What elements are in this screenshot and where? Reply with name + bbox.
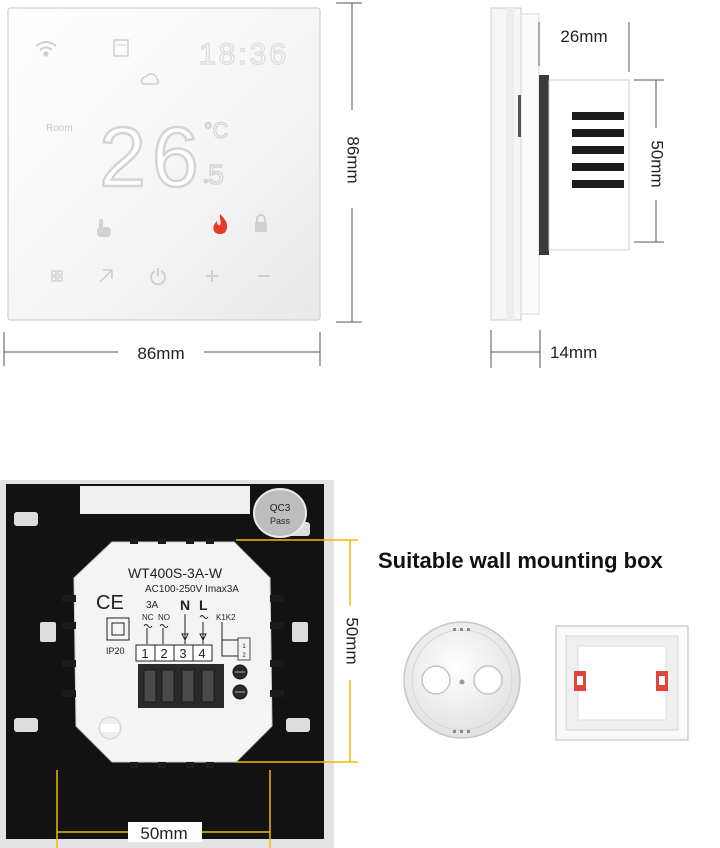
side-view: 26mm 50mm 14mm bbox=[490, 7, 668, 368]
model-label: WT400S-3A-W bbox=[128, 565, 223, 581]
side-vents bbox=[572, 112, 624, 188]
side-depth-bottom-label: 14mm bbox=[550, 343, 597, 362]
front-view: 18:36 Room 26 5 °C bbox=[3, 2, 364, 366]
no-label: NO bbox=[158, 613, 170, 622]
l-label: L bbox=[199, 597, 208, 613]
side-box-height-label: 50mm bbox=[648, 140, 667, 187]
lock-icon bbox=[255, 214, 267, 232]
fan-icon[interactable] bbox=[99, 269, 113, 283]
wifi-icon bbox=[35, 41, 57, 57]
ip-label: IP20 bbox=[106, 646, 125, 656]
current-label: 3A bbox=[146, 600, 159, 611]
clip-knob bbox=[98, 716, 122, 740]
nc-label: NC bbox=[142, 613, 154, 622]
temperature-display: 26 bbox=[99, 110, 204, 204]
terminal-1-label: 1 bbox=[141, 646, 148, 661]
svg-text:2: 2 bbox=[242, 653, 246, 659]
flame-icon bbox=[213, 214, 228, 234]
temperature-decimal: 5 bbox=[208, 159, 224, 190]
cloud-icon bbox=[140, 73, 160, 85]
front-width-label: 86mm bbox=[137, 344, 184, 363]
terminal-4-label: 4 bbox=[198, 646, 205, 661]
mounting-box-title: Suitable wall mounting box bbox=[378, 548, 663, 573]
side-depth-bottom-dimension bbox=[490, 330, 541, 368]
temperature-unit: °C bbox=[204, 118, 229, 143]
room-label: Room bbox=[46, 123, 73, 134]
mini-terminal-labels: 1 2 bbox=[237, 637, 251, 661]
square-mounting-box bbox=[555, 625, 689, 741]
svg-text:Pass: Pass bbox=[270, 516, 291, 526]
n-label: N bbox=[180, 597, 190, 613]
back-view: QC3 Pass WT400S-3A-W CE AC100-250V Imax3… bbox=[0, 480, 364, 848]
hand-icon bbox=[97, 219, 111, 237]
back-width-label: 50mm bbox=[140, 824, 187, 843]
mode-icon[interactable] bbox=[51, 270, 63, 282]
svg-text:1: 1 bbox=[242, 644, 246, 650]
rating-label: AC100-250V Imax3A bbox=[145, 584, 239, 595]
k-label: K1K2 bbox=[216, 613, 236, 622]
qc-badge: QC3 Pass bbox=[253, 488, 307, 538]
plus-icon[interactable] bbox=[206, 270, 218, 282]
side-depth-top-label: 26mm bbox=[560, 27, 607, 46]
front-height-label: 86mm bbox=[344, 136, 363, 183]
svg-text:QC3: QC3 bbox=[270, 503, 291, 514]
schedule-icon bbox=[113, 39, 129, 57]
round-mounting-box bbox=[403, 621, 521, 739]
terminal-2-label: 2 bbox=[160, 646, 167, 661]
clock-display: 18:36 bbox=[199, 38, 289, 71]
side-depth-top-dimension bbox=[538, 22, 630, 72]
back-height-label: 50mm bbox=[343, 617, 362, 664]
power-icon[interactable] bbox=[150, 268, 166, 286]
terminal-3-label: 3 bbox=[179, 646, 186, 661]
ce-mark: CE bbox=[96, 592, 124, 614]
